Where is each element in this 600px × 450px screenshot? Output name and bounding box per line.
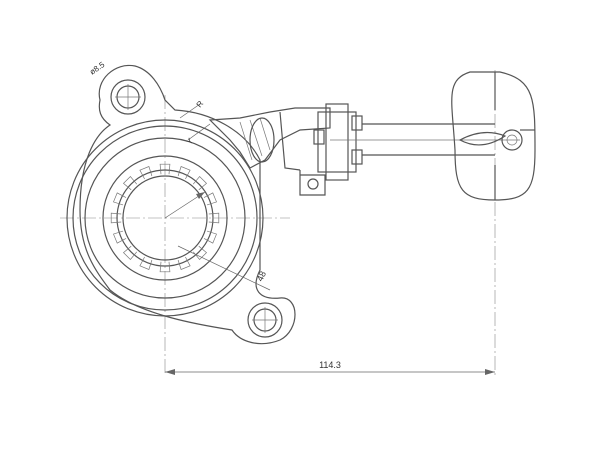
- quick-connector-fitting: [451, 71, 536, 201]
- spline-tooth: [177, 256, 191, 270]
- upper-mounting-hole: [110, 79, 146, 115]
- spline-tooth: [208, 212, 220, 224]
- spline-tooth: [159, 163, 171, 175]
- overall-length-dimension: 114.3: [165, 360, 495, 375]
- hole-diameter-label: ø8.5: [88, 60, 107, 77]
- spline-tooth: [122, 175, 138, 191]
- spline-tooth: [110, 212, 122, 224]
- spline-tooth: [139, 256, 153, 270]
- spline-tooth: [177, 166, 191, 180]
- mounting-flange: [79, 64, 296, 345]
- center-lines: [60, 70, 496, 375]
- spline-tooth: [192, 175, 208, 191]
- overall-length-label: 114.3: [319, 360, 341, 370]
- spline-tooth: [192, 245, 208, 261]
- spline-tooth: [139, 166, 153, 180]
- spline-tooth: [203, 192, 217, 206]
- inner-diameter-dimension: [164, 191, 271, 291]
- spline-tooth: [113, 230, 127, 244]
- spline-tooth: [113, 192, 127, 206]
- lower-mounting-hole: [247, 302, 283, 338]
- hydraulic-tube-assembly: [208, 103, 520, 196]
- spline-tooth: [203, 230, 217, 244]
- bearing-body: [66, 119, 264, 317]
- angle-marks: R Y: [179, 99, 211, 146]
- angle-mark-1: R: [195, 99, 206, 109]
- inner-spline-teeth: [110, 163, 220, 273]
- inner-diameter-label: 48: [255, 270, 268, 283]
- angle-mark-2: Y: [185, 136, 196, 146]
- spline-tooth: [159, 261, 171, 273]
- spline-tooth: [122, 245, 138, 261]
